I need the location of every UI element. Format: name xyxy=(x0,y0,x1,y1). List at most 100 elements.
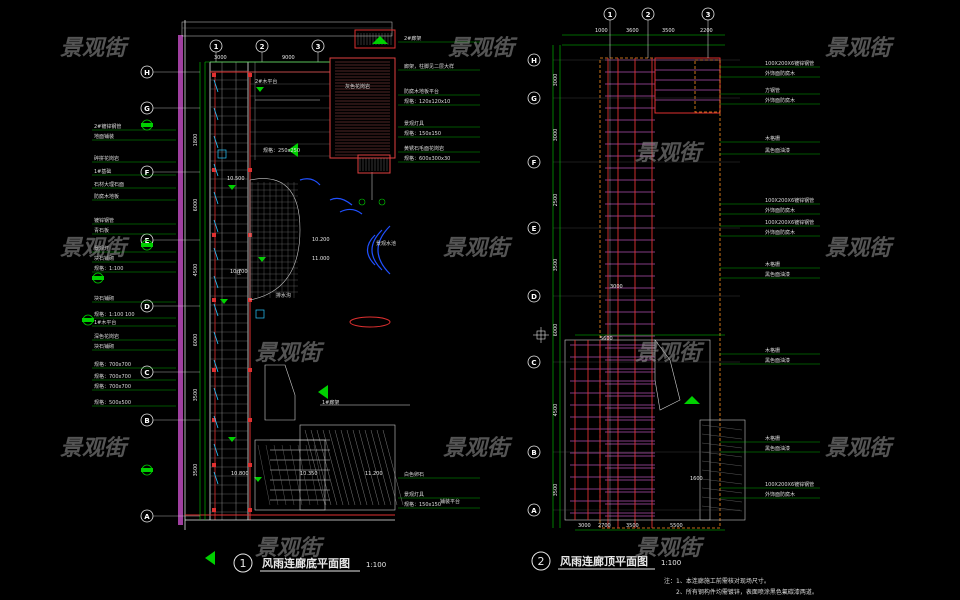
hatch xyxy=(370,429,392,506)
row-axis-bubble xyxy=(527,53,541,67)
leader-label-text: 规格：700x700 xyxy=(94,361,131,368)
leader-label-text: 石材大理石面 xyxy=(94,181,124,188)
rain-line xyxy=(213,387,219,401)
column xyxy=(212,73,216,77)
dim-text: 3500 xyxy=(626,523,639,529)
level-marker xyxy=(228,437,236,442)
row-axis-label: H xyxy=(531,57,537,65)
col-axis-label: 1 xyxy=(608,11,613,19)
hatch xyxy=(322,429,344,506)
watermark-text: 景观街 xyxy=(60,436,130,461)
watermark-text: 景观街 xyxy=(60,236,130,261)
leader-label-text: 规格：1:100 100 xyxy=(94,311,135,318)
dim-text: 9000 xyxy=(282,55,295,61)
row-axis-label: B xyxy=(531,449,536,457)
leader-label-text: 块石铺砌 xyxy=(94,295,114,302)
rain-line xyxy=(213,219,219,233)
hatch xyxy=(340,429,362,506)
level-marker xyxy=(228,185,236,190)
dim-text: 2200 xyxy=(700,28,713,34)
dim-text: 3500 xyxy=(193,464,199,477)
hatch xyxy=(701,442,743,449)
hatch xyxy=(297,444,311,506)
plan-2-scale: 1:100 xyxy=(661,559,681,567)
right-leader-labels: 100X200X6镀锌钢管外饰面防腐木方钢管外饰面防腐木木格栅黑色面油漆100X… xyxy=(720,60,820,499)
column xyxy=(212,508,216,512)
right-label-text: 防腐木地板平台 xyxy=(404,88,439,95)
watermark-text: 景观街 xyxy=(825,236,895,261)
right-label-text: 黄锈石毛面花岗岩 xyxy=(404,145,444,152)
right-label-text: 木格栅 xyxy=(765,261,780,268)
hatch xyxy=(352,429,374,506)
dim-text: 4500 xyxy=(193,264,199,277)
building-wall xyxy=(178,35,183,525)
dim-text: 3000 xyxy=(553,129,559,142)
axis-bubble xyxy=(358,198,366,206)
level-marker xyxy=(254,477,262,482)
plan-1-scale: 1:100 xyxy=(366,561,386,569)
leader-label-text: 1#木平台 xyxy=(94,319,116,326)
leader-label-text: 防腐木地板 xyxy=(94,193,119,200)
annotation-text: 规格：250x250 xyxy=(263,147,300,154)
right-label-text: 规格：120x120x10 xyxy=(404,98,450,105)
row-axis-bubble xyxy=(527,289,541,303)
watermark-text: 景观街 xyxy=(825,436,895,461)
leader-label-text: 青石板 xyxy=(94,227,109,234)
level-text: 10.200 xyxy=(312,237,330,243)
row-axis-label: H xyxy=(144,69,150,77)
lower-area xyxy=(564,339,711,521)
leader-label-text: 碎拼花岗岩 xyxy=(94,155,119,162)
annotation-text: 1#廊架 xyxy=(322,399,339,406)
watermark-text: 景观街 xyxy=(635,341,705,366)
row-axis-label: F xyxy=(532,159,537,167)
hatch xyxy=(364,429,386,506)
level-text: 10.500 xyxy=(227,176,245,182)
leader-label-text: 规格：700x700 xyxy=(94,383,131,390)
annotation-text: 铺装平台 xyxy=(440,498,460,505)
level-text: 10.700 xyxy=(230,269,248,275)
steps-hatch xyxy=(254,429,404,511)
watermark-text: 景观街 xyxy=(443,236,513,261)
watermarks: 景观街景观街景观街景观街景观街景观街景观街景观街景观街景观街景观街景观街景观街景… xyxy=(60,36,895,561)
hatch xyxy=(289,444,303,506)
hatch xyxy=(701,460,743,467)
watermark-text: 景观街 xyxy=(60,36,130,61)
right-label-text: 黑色面油漆 xyxy=(765,357,790,364)
row-axis-label: F xyxy=(145,169,150,177)
row-axis-bubble xyxy=(527,155,541,169)
note-1: 注：1、本连廊施工前需核对现场尺寸。 xyxy=(664,577,770,585)
hatch xyxy=(701,478,743,485)
dim-text: 3600 xyxy=(626,28,639,34)
dim-text: 1800 xyxy=(193,134,199,147)
column xyxy=(248,168,252,172)
dim-text: 6000 xyxy=(553,324,559,337)
row-axis-label: C xyxy=(531,359,536,367)
detail-bar xyxy=(92,276,104,280)
note-2: 2、所有钢构件均需镀锌，表面喷涂黑色氟碳漆两道。 xyxy=(676,588,818,596)
watermark-text: 景观街 xyxy=(255,341,325,366)
right-label-text: 规格：150x150 xyxy=(404,501,441,508)
right-label-text: 外饰面防腐木 xyxy=(765,207,795,214)
right-label-text: 规格：600x300x30 xyxy=(404,155,450,162)
svg-text:1: 1 xyxy=(240,557,247,570)
column xyxy=(212,168,216,172)
leader-label-text: 2#镀锌钢管 xyxy=(94,123,121,130)
column xyxy=(248,508,252,512)
step-shape xyxy=(654,339,681,411)
dim-text: 5600 xyxy=(600,336,613,342)
leader-label-text: 深色花岗岩 xyxy=(94,333,119,340)
dim-text: 2700 xyxy=(598,523,611,529)
right-label-text: 外饰面防腐木 xyxy=(765,70,795,77)
hatch xyxy=(304,429,326,506)
hatch xyxy=(701,424,743,431)
watermark-text: 景观街 xyxy=(825,36,895,61)
col-axis-label: 3 xyxy=(706,11,711,19)
rain-line xyxy=(213,191,219,205)
level-text: 10.800 xyxy=(231,471,249,477)
column xyxy=(248,368,252,372)
oval-feature xyxy=(349,316,391,328)
planter xyxy=(699,419,746,521)
column xyxy=(212,233,216,237)
hatch xyxy=(316,429,338,506)
